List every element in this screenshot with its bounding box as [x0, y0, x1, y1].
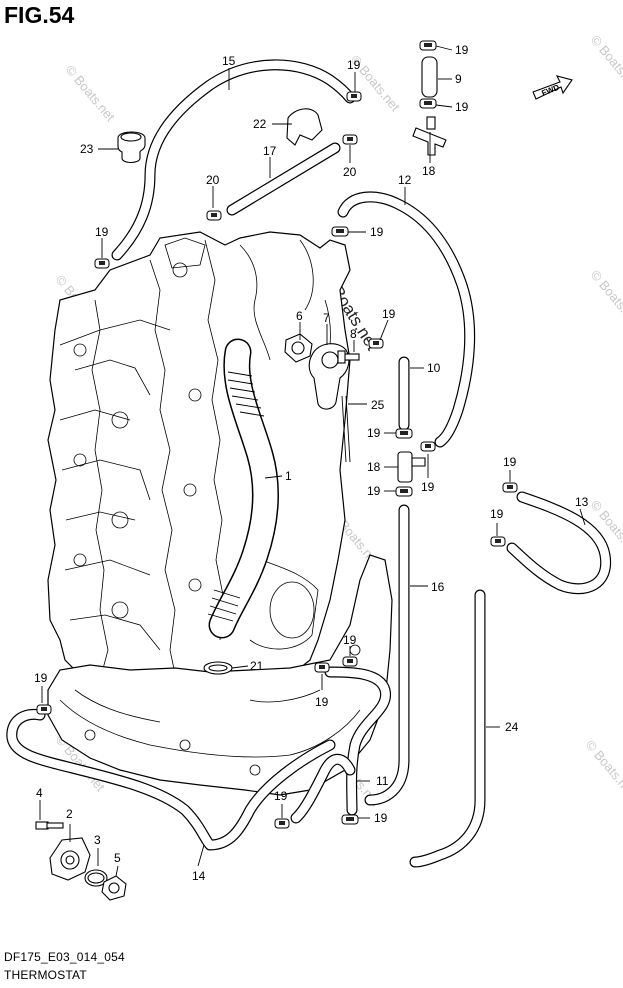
callout-23: 23 [80, 142, 94, 156]
callout-19: 19 [455, 100, 469, 114]
callout-19: 19 [490, 507, 504, 521]
callout-25: 25 [371, 398, 385, 412]
callout-7: 7 [323, 311, 330, 325]
callout-21: 21 [250, 659, 264, 673]
hose-1-corrugated [207, 338, 279, 639]
hose-12 [337, 191, 476, 448]
callout-12: 12 [398, 173, 412, 187]
callout-15: 15 [222, 54, 236, 68]
part-8-bolt [337, 350, 360, 364]
hose-17 [226, 142, 341, 216]
fwd-arrow: FWD [532, 75, 573, 100]
callout-9: 9 [455, 72, 462, 86]
callout-19: 19 [370, 225, 384, 239]
part-6-thermostat [284, 333, 313, 363]
hose-13 [506, 491, 612, 595]
callout-14: 14 [192, 869, 206, 883]
fwd-label: FWD [540, 83, 560, 98]
part-18-tee [412, 116, 447, 156]
hose-16 [364, 504, 410, 806]
part-18-tee-lower [397, 451, 426, 483]
callout-19: 19 [503, 455, 517, 469]
callout-19: 19 [343, 633, 357, 647]
callout-4: 4 [36, 786, 43, 800]
callout-19: 19 [367, 484, 381, 498]
engine-block [47, 231, 351, 691]
lower-pan [47, 554, 393, 796]
part-4-bolt [35, 821, 64, 830]
callout-20: 20 [206, 173, 220, 187]
hose-24 [409, 589, 486, 868]
hose-15 [111, 59, 356, 261]
callout-19: 19 [455, 43, 469, 57]
callout-19: 19 [274, 789, 288, 803]
callout-19: 19 [315, 695, 329, 709]
part-3-o-ring [84, 869, 108, 887]
callout-19: 19 [95, 225, 109, 239]
callout-labels: 15 19 9 19 19 22 23 17 20 20 18 12 19 19… [34, 43, 589, 883]
hose-clips [36, 40, 518, 829]
callout-13: 13 [575, 495, 589, 509]
diagram-code: DF175_E03_014_054 [4, 950, 125, 964]
callout-19: 19 [367, 426, 381, 440]
part-21-clamp [203, 661, 233, 675]
callout-19: 19 [34, 671, 48, 685]
callout-19: 19 [421, 480, 435, 494]
part-2-cover [49, 837, 91, 881]
callout-11: 11 [376, 774, 389, 788]
callout-10: 10 [427, 361, 441, 375]
callout-18: 18 [422, 164, 436, 178]
callout-8: 8 [350, 327, 357, 341]
watermark: © Boats.net [588, 32, 623, 94]
callout-22: 22 [253, 117, 267, 131]
callout-3: 3 [94, 833, 101, 847]
callout-17: 17 [263, 144, 277, 158]
callout-2: 2 [66, 807, 73, 821]
watermark: © Boats.net [588, 267, 623, 329]
part-22-holder [286, 108, 323, 146]
callout-20: 20 [343, 165, 357, 179]
watermark: © Boats.net [63, 62, 119, 124]
callout-16: 16 [431, 580, 445, 594]
callout-19: 19 [374, 811, 388, 825]
part-5-plug [101, 875, 127, 901]
callout-24: 24 [505, 720, 519, 734]
part-9-hose-piece [421, 56, 438, 98]
callout-1: 1 [285, 469, 292, 483]
leader-lines [39, 45, 586, 877]
hose-14 [6, 708, 336, 851]
callout-6: 6 [296, 309, 303, 323]
part-23-grommet [117, 131, 146, 164]
callout-19: 19 [347, 58, 361, 72]
watermark: © Boats.net [583, 737, 623, 799]
part-25-tie [341, 395, 351, 463]
figure-title: FIG.54 [4, 2, 75, 28]
callout-5: 5 [114, 851, 121, 865]
diagram-caption: THERMOSTAT [4, 968, 87, 982]
hose-11 [290, 666, 392, 824]
callout-19: 19 [382, 307, 396, 321]
callout-18: 18 [367, 460, 381, 474]
